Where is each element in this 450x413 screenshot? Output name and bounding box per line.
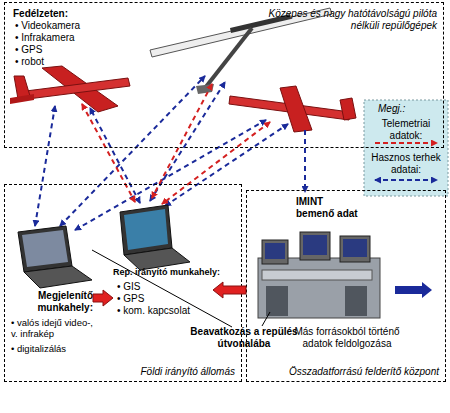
computer-console <box>266 286 288 316</box>
computer-console <box>345 286 367 316</box>
note-label: Megj.: <box>378 103 405 115</box>
node-text: • robot <box>15 56 44 68</box>
computer-console <box>300 232 330 260</box>
node-text: • GPS <box>15 44 42 56</box>
telemetry-arrows <box>152 84 212 198</box>
payload-data-arrows <box>60 76 205 226</box>
leader-lines <box>92 250 232 327</box>
node-text: • GPS <box>117 293 144 305</box>
laptop-control <box>120 205 172 255</box>
plane-right <box>340 98 356 120</box>
plane-left <box>18 78 130 100</box>
legend-text: Telemetriai adatok: <box>366 118 446 141</box>
dashed-group-box: Földi irányító állomásMegjelenítő munkah… <box>4 184 242 382</box>
telemetry-arrows <box>162 122 270 204</box>
legend-text: Hasznos terhek adatai: <box>366 152 446 175</box>
legend-box <box>364 100 448 196</box>
node-text: Fedélzeten: <box>13 8 68 20</box>
leader-lines <box>262 312 270 326</box>
node-text: Rep. irányító munkahely: <box>113 267 213 277</box>
note-label: Beavatkozás a repülés útvonalába <box>186 326 302 349</box>
dashed-group-box: Összadatforrású felderítő központ Más for… <box>246 190 446 382</box>
node-text: Közepes és nagy hatótávolságú pilóta nél… <box>262 8 437 31</box>
payload-data-arrows <box>304 130 306 192</box>
computer-console <box>262 240 288 264</box>
telemetry-arrows <box>82 104 135 202</box>
plane-left <box>10 94 34 104</box>
laptop-control <box>124 248 190 270</box>
plane-left <box>10 66 130 112</box>
computer-console <box>340 236 370 262</box>
computer-console <box>262 270 372 280</box>
node-text: • digitalizálás <box>11 344 93 355</box>
plane-glider <box>150 8 332 94</box>
plane-right <box>229 86 356 132</box>
workstation-node: Megjelenítő munkahely: • valós idejű vide… <box>9 226 93 376</box>
legend-box <box>364 100 448 196</box>
laptop-display <box>22 230 68 267</box>
computer-console <box>303 235 327 255</box>
out-arrow <box>395 282 432 298</box>
workstation-node: Rep. irányító munkahely: • GIS• GPS• kom.… <box>113 201 213 336</box>
node-text: • Videokamera <box>15 20 80 32</box>
node-text: Összadatforrású felderítő központ <box>249 366 439 378</box>
note-label: IMINT bemenő adat <box>296 196 362 219</box>
node-text: Földi irányító állomás <box>85 366 235 378</box>
node-text: • kom. kapcsolat <box>117 305 190 317</box>
payload-data-arrows <box>35 76 305 230</box>
out-arrow <box>395 282 432 298</box>
legend-box <box>375 179 437 181</box>
computer-console <box>265 243 285 259</box>
plane-glider <box>205 28 252 88</box>
laptop-display <box>18 226 92 288</box>
block-arrow <box>93 290 113 306</box>
leader-lines <box>92 250 270 327</box>
computer-console <box>343 239 367 257</box>
payload-data-arrows <box>35 106 55 226</box>
legend-box <box>375 142 437 144</box>
node-text: • GIS <box>117 281 141 293</box>
node-text: • valós idejű video-, v. infrakép <box>11 318 93 340</box>
laptop-display <box>24 266 92 288</box>
process-text-node: Más forrásokból történő adatok feldolgoz… <box>287 326 407 356</box>
laptop-control <box>124 209 168 250</box>
laptop-display <box>18 226 72 272</box>
payload-data-arrows <box>75 120 266 230</box>
dashed-group-box: Közepes és nagy hatótávolságú pilóta nél… <box>4 2 444 148</box>
node-text: Megjelenítő munkahely: <box>9 290 93 313</box>
block-arrow <box>213 282 246 298</box>
node-text: • Infrakamera <box>15 32 75 44</box>
laptop-control <box>120 205 190 270</box>
payload-data-arrows <box>165 124 288 206</box>
node-text: Más forrásokból történő adatok feldolgoz… <box>287 326 407 349</box>
computer-console <box>258 258 380 318</box>
computer-console <box>258 232 380 318</box>
payload-data-arrows <box>90 108 140 203</box>
